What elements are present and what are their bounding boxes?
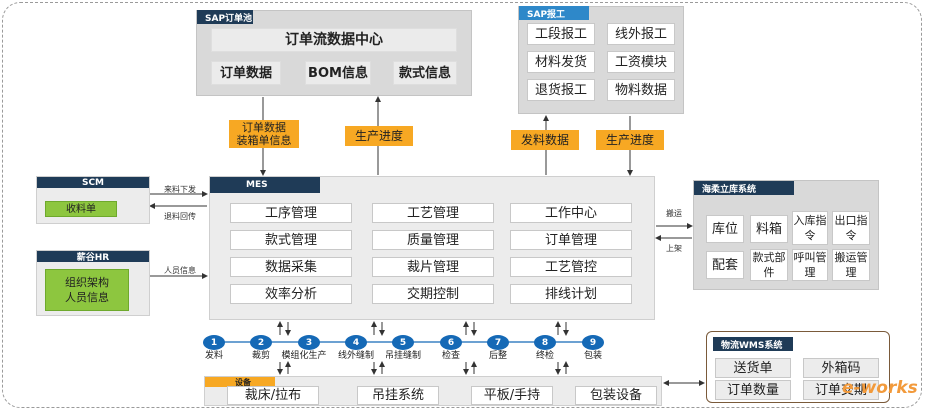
step-8-label: 终检 <box>535 351 554 361</box>
step-5-label: 吊挂缝制 <box>384 351 421 361</box>
step-4-marker: 4 <box>345 335 367 350</box>
step-9-label: 包装 <box>583 351 602 361</box>
mes-item-8: 工艺管控 <box>510 257 632 277</box>
mes-item-10: 交期控制 <box>372 284 494 304</box>
step-7-label: 后整 <box>488 351 507 361</box>
mes-item-7: 裁片管理 <box>372 257 494 277</box>
wms-item-1: 外箱码 <box>803 358 879 378</box>
equipment-tag: 设备 <box>205 377 275 387</box>
step-3-marker: 3 <box>298 335 320 350</box>
step-7-marker: 7 <box>487 335 509 350</box>
step-6-label: 检查 <box>441 351 460 361</box>
step-3-label: 模组化生产 <box>281 351 327 361</box>
mes-item-9: 效率分析 <box>230 284 352 304</box>
sap-report-item-2: 材料发货 <box>527 51 595 73</box>
warehouse-item-2: 入库指令 <box>792 211 828 245</box>
warehouse-item-4: 配套 <box>706 251 744 279</box>
equipment-item-0: 裁床/拉布 <box>227 386 319 405</box>
mes-item-1: 工艺管理 <box>372 203 494 223</box>
wms-system: 物流WMS系统 送货单 外箱码 订单数量 订单交期 <box>706 331 890 403</box>
hr-system: 薪谷HR 组织架构 人员信息 <box>36 250 150 316</box>
sap-pool-item-0: 订单数据 <box>211 61 281 85</box>
transport-label: 搬运 <box>666 209 682 218</box>
mes-item-4: 质量管理 <box>372 230 494 250</box>
sap-report-item-4: 退货报工 <box>527 79 595 101</box>
order-data-center: 订单流数据中心 <box>211 28 457 52</box>
sap-report-tag: SAP报工 <box>519 6 589 20</box>
progress-right-flow: 生产进度 <box>596 130 664 150</box>
watermark-logo: e-works <box>842 378 918 398</box>
incoming-label: 来料下发 <box>164 185 196 194</box>
step-1-label: 发料 <box>204 351 223 361</box>
warehouse-system: 海柔立库系统 库位 料箱 入库指令 出口指令 配套 款式部件 呼叫管理 搬运管理 <box>693 180 879 290</box>
sap-order-pool: SAP订单池 订单流数据中心 订单数据 BOM信息 款式信息 <box>196 10 472 96</box>
step-6-marker: 6 <box>440 335 462 350</box>
progress-left-flow: 生产进度 <box>345 126 413 146</box>
hr-item: 组织架构 人员信息 <box>45 269 129 311</box>
warehouse-item-1: 料箱 <box>750 215 788 243</box>
warehouse-item-3: 出口指令 <box>832 211 870 245</box>
wms-tag: 物流WMS系统 <box>713 337 793 351</box>
scm-tag: SCM <box>37 177 149 188</box>
wms-item-2: 订单数量 <box>715 380 791 400</box>
step-2-label: 裁剪 <box>251 351 270 361</box>
step-8-marker: 8 <box>534 335 556 350</box>
mes-item-2: 工作中心 <box>510 203 632 223</box>
mes-item-11: 排线计划 <box>510 284 632 304</box>
mes-item-6: 数据采集 <box>230 257 352 277</box>
hr-tag-label: 薪谷HR <box>76 253 110 263</box>
mes-tag: MES <box>210 177 320 193</box>
scm-item: 收料单 <box>45 201 117 217</box>
scm-system: SCM 收料单 <box>36 176 150 224</box>
mes-system: MES 工序管理 工艺管理 工作中心 款式管理 质量管理 订单管理 数据采集 裁… <box>209 176 655 320</box>
equipment-item-3: 包装设备 <box>575 386 657 405</box>
sap-pool-item-1: BOM信息 <box>305 61 371 85</box>
warehouse-item-7: 搬运管理 <box>832 249 870 281</box>
sap-report: SAP报工 工段报工 线外报工 材料发货 工资模块 退货报工 物料数据 <box>518 6 684 114</box>
step-1-marker: 1 <box>203 335 225 350</box>
sap-report-item-5: 物料数据 <box>607 79 675 101</box>
sap-report-item-3: 工资模块 <box>607 51 675 73</box>
sap-order-pool-tag: SAP订单池 <box>197 10 253 24</box>
mes-item-0: 工序管理 <box>230 203 352 223</box>
scm-tag-label: SCM <box>81 177 105 188</box>
warehouse-tag: 海柔立库系统 <box>694 181 794 195</box>
equipment-item-1: 吊挂系统 <box>357 386 439 405</box>
step-5-marker: 5 <box>392 335 414 350</box>
warehouse-item-0: 库位 <box>706 215 744 243</box>
step-2-marker: 2 <box>250 335 272 350</box>
step-9-marker: 9 <box>582 335 604 350</box>
warehouse-item-5: 款式部件 <box>750 249 788 281</box>
sap-report-item-0: 工段报工 <box>527 23 595 45</box>
mes-item-5: 订单管理 <box>510 230 632 250</box>
wms-item-3: 订单交期 <box>803 380 879 400</box>
personnel-label: 人员信息 <box>164 266 196 275</box>
sap-report-item-1: 线外报工 <box>607 23 675 45</box>
mes-item-3: 款式管理 <box>230 230 352 250</box>
return-label: 退料回传 <box>164 212 196 221</box>
equipment-item-2: 平板/手持 <box>471 386 553 405</box>
hr-tag: 薪谷HR <box>37 251 149 263</box>
order-packing-flow: 订单数据 装箱单信息 <box>229 120 299 148</box>
diagram-frame <box>2 2 922 408</box>
warehouse-item-6: 呼叫管理 <box>792 249 828 281</box>
step-4-label: 线外缝制 <box>337 351 374 361</box>
issue-data-flow: 发料数据 <box>511 130 579 150</box>
shelve-label: 上架 <box>666 244 682 253</box>
sap-pool-item-2: 款式信息 <box>393 61 457 85</box>
wms-item-0: 送货单 <box>715 358 791 378</box>
equipment-system: 设备 裁床/拉布 吊挂系统 平板/手持 包装设备 <box>204 376 662 406</box>
